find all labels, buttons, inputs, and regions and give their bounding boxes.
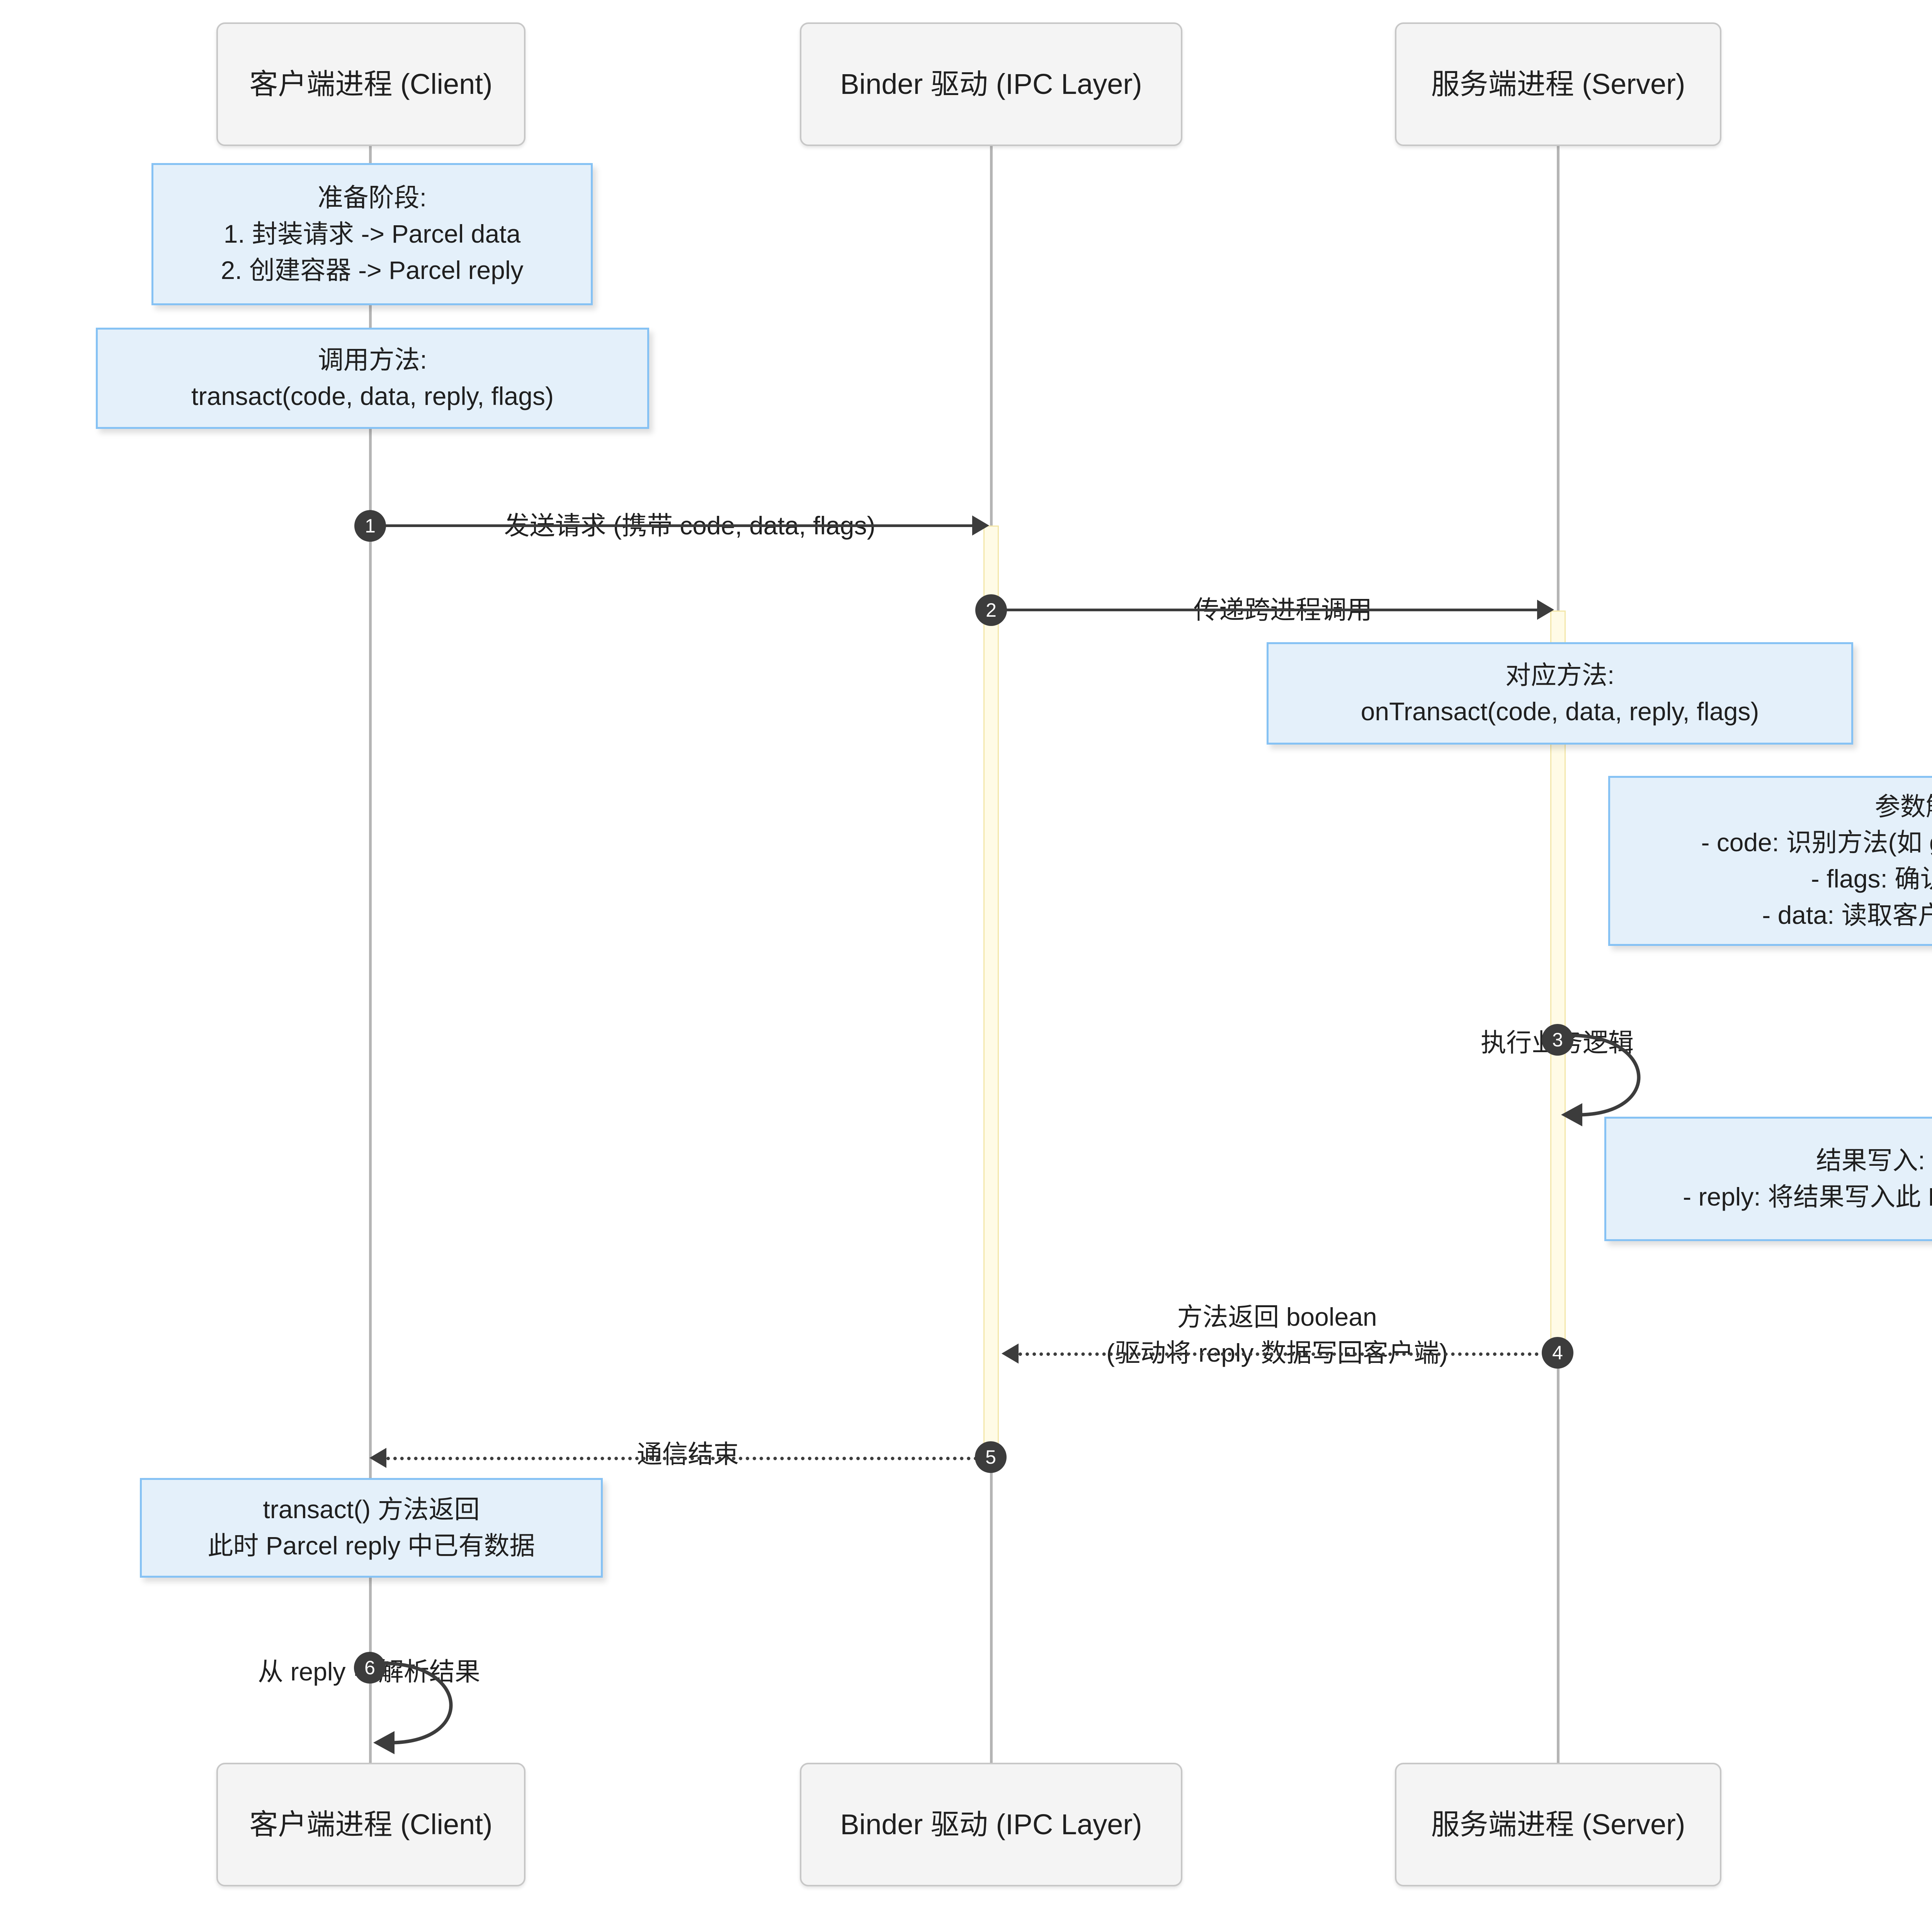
message-2-seqnum-text: 2 <box>986 599 997 621</box>
note-params-text: 参数解析: - code: 识别方法(如 getContentProvider)… <box>1701 792 1932 929</box>
note-transact-return: transact() 方法返回 此时 Parcel reply 中已有数据 <box>140 1478 603 1578</box>
message-6-seqnum-badge: 6 <box>354 1652 386 1684</box>
message-5-seqnum-text: 5 <box>985 1446 996 1468</box>
participant-binder-top[interactable]: Binder 驱动 (IPC Layer) <box>800 22 1182 146</box>
message-6-seqnum-text: 6 <box>364 1657 375 1679</box>
participant-client-top-label: 客户端进程 (Client) <box>249 68 493 100</box>
message-4-seqnum-badge: 4 <box>1542 1337 1573 1369</box>
participant-binder-bottom-label: Binder 驱动 (IPC Layer) <box>840 1808 1142 1840</box>
message-5-arrow-line <box>386 1457 978 1460</box>
message-4-arrow-line <box>1019 1352 1546 1356</box>
message-1-label: 发送请求 (携带 code, data, flags) <box>371 472 1009 544</box>
note-writeresult-text: 结果写入: - reply: 将结果写入此 Parcel 对象 <box>1683 1146 1932 1211</box>
note-ontransact: 对应方法: onTransact(code, data, reply, flag… <box>1267 642 1853 745</box>
message-5-seqnum-badge: 5 <box>975 1441 1007 1473</box>
message-2-arrow-line <box>1003 609 1538 611</box>
participant-binder-bottom[interactable]: Binder 驱动 (IPC Layer) <box>800 1763 1182 1886</box>
message-1-seqnum-badge: 1 <box>354 510 386 542</box>
message-1-arrow-line <box>370 524 973 527</box>
activation-bar-binder <box>983 526 999 1461</box>
note-invoke-text: 调用方法: transact(code, data, reply, flags) <box>191 345 554 410</box>
lifeline-client <box>369 145 372 1764</box>
message-6-selfloop-icon <box>373 1662 453 1754</box>
message-4-label-text: 方法返回 boolean (驱动将 reply 数据写回客户端) <box>1106 1303 1448 1367</box>
message-3-seqnum-text: 3 <box>1552 1029 1563 1051</box>
note-prepare-text: 准备阶段: 1. 封装请求 -> Parcel data 2. 创建容器 -> … <box>221 183 524 284</box>
participant-client-bottom-label: 客户端进程 (Client) <box>249 1808 493 1840</box>
participant-server-top-label: 服务端进程 (Server) <box>1431 68 1685 100</box>
message-2-label: 传递跨进程调用 <box>993 556 1573 628</box>
participant-server-bottom[interactable]: 服务端进程 (Server) <box>1395 1763 1721 1886</box>
message-4-seqnum-text: 4 <box>1552 1342 1563 1364</box>
message-5-label-text: 通信结束 <box>637 1440 739 1469</box>
note-params: 参数解析: - code: 识别方法(如 getContentProvider)… <box>1608 776 1932 946</box>
message-3-selfloop-icon <box>1561 1034 1641 1126</box>
participant-server-bottom-label: 服务端进程 (Server) <box>1431 1808 1685 1840</box>
message-2-arrowhead-icon <box>1537 600 1554 620</box>
participant-client-bottom[interactable]: 客户端进程 (Client) <box>216 1763 526 1886</box>
participant-client-top[interactable]: 客户端进程 (Client) <box>216 22 526 146</box>
note-ontransact-text: 对应方法: onTransact(code, data, reply, flag… <box>1361 660 1759 726</box>
message-1-arrowhead-icon <box>972 515 989 536</box>
message-5-arrowhead-icon <box>369 1448 386 1468</box>
note-prepare: 准备阶段: 1. 封装请求 -> Parcel data 2. 创建容器 -> … <box>151 163 593 305</box>
note-transact-return-text: transact() 方法返回 此时 Parcel reply 中已有数据 <box>207 1495 535 1560</box>
message-1-seqnum-text: 1 <box>365 515 376 537</box>
note-invoke: 调用方法: transact(code, data, reply, flags) <box>96 328 649 429</box>
note-writeresult: 结果写入: - reply: 将结果写入此 Parcel 对象 <box>1604 1117 1932 1241</box>
participant-server-top[interactable]: 服务端进程 (Server) <box>1395 22 1721 146</box>
participant-binder-top-label: Binder 驱动 (IPC Layer) <box>840 68 1142 100</box>
message-3-seqnum-badge: 3 <box>1542 1024 1573 1056</box>
message-2-seqnum-badge: 2 <box>975 594 1007 626</box>
message-4-arrowhead-icon <box>1002 1344 1019 1364</box>
message-5-label: 通信结束 <box>394 1401 981 1472</box>
